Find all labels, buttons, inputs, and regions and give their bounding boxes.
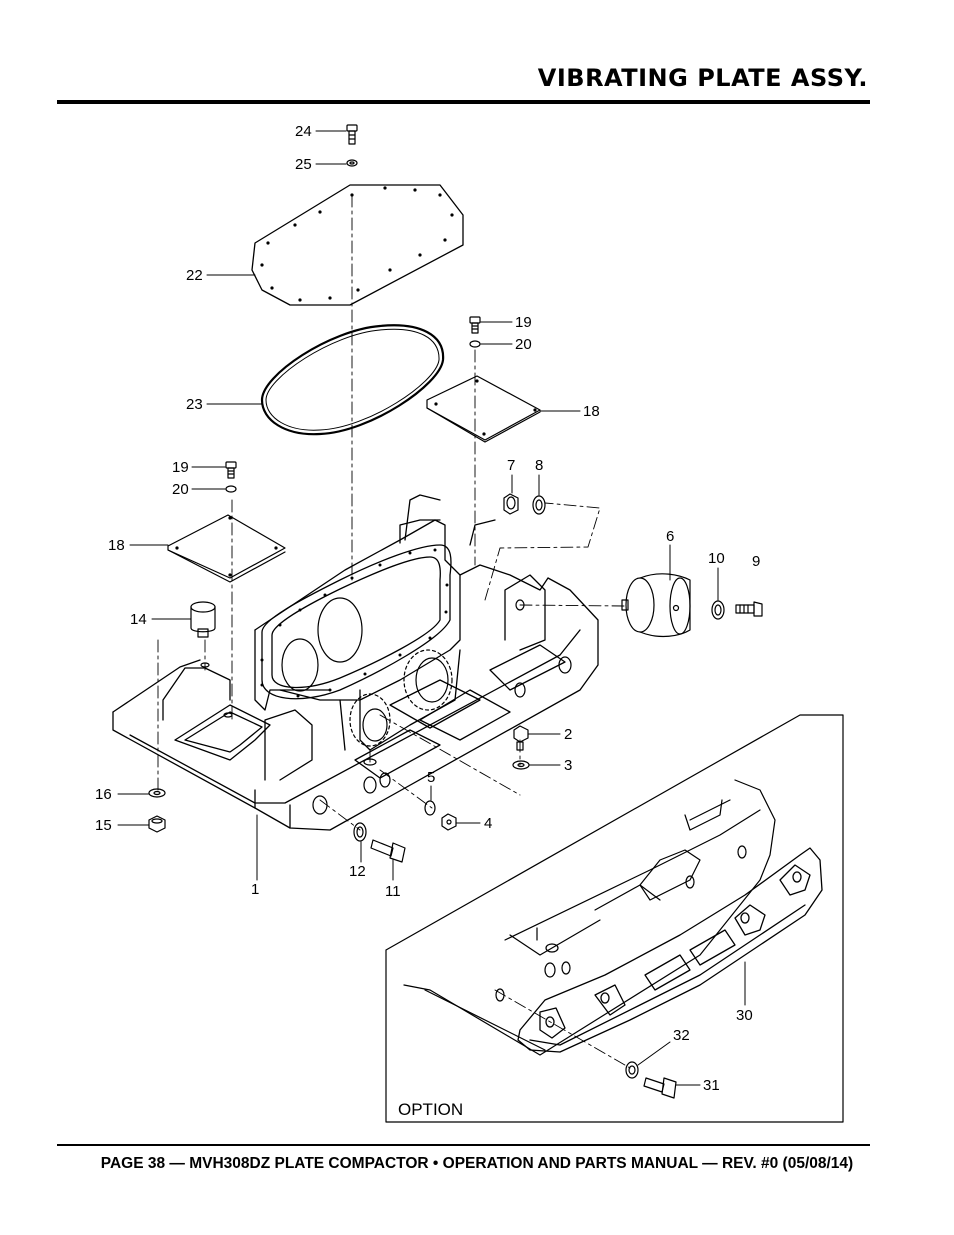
option-label: OPTION xyxy=(398,1100,463,1119)
callout-18: 18 xyxy=(583,403,600,420)
body-holes xyxy=(200,597,572,815)
callout-6: 6 xyxy=(666,528,674,545)
callout-20: 20 xyxy=(172,481,189,498)
leader-lines xyxy=(117,130,746,1086)
callout-10: 10 xyxy=(708,550,725,567)
washer-12 xyxy=(353,822,367,842)
callout-31: 31 xyxy=(703,1077,720,1094)
bolt-11 xyxy=(370,839,406,863)
washer-20-right xyxy=(469,340,481,348)
rubber-mount-6 xyxy=(621,573,691,638)
callout-20: 20 xyxy=(515,336,532,353)
bolt-9 xyxy=(735,601,763,617)
bolt-2 xyxy=(513,725,529,751)
bolt-24 xyxy=(346,124,358,145)
callout-24: 24 xyxy=(295,123,312,140)
washer-32 xyxy=(625,1061,639,1079)
rubber-buffer-14 xyxy=(190,601,216,638)
option-plate-edge xyxy=(403,779,776,1056)
washer-3 xyxy=(512,760,530,770)
top-cover-plate xyxy=(251,184,464,306)
washer-16 xyxy=(148,788,166,798)
callout-4: 4 xyxy=(484,815,492,832)
callout-25: 25 xyxy=(295,156,312,173)
callout-7: 7 xyxy=(507,457,515,474)
callout-23: 23 xyxy=(186,396,203,413)
callout-1: 1 xyxy=(251,881,259,898)
callout-9: 9 xyxy=(752,553,760,570)
bracket-30 xyxy=(517,847,823,1053)
gasket-ring xyxy=(260,324,445,436)
access-cover-plate-left xyxy=(167,514,286,583)
bolt-19-left xyxy=(225,461,237,479)
callout-11: 11 xyxy=(385,883,401,900)
base-plate-body xyxy=(112,494,599,831)
access-cover-plate-right xyxy=(426,375,541,443)
callout-18: 18 xyxy=(108,537,125,554)
callout-8: 8 xyxy=(535,457,543,474)
callout-16: 16 xyxy=(95,786,112,803)
callout-19: 19 xyxy=(515,314,532,331)
callout-15: 15 xyxy=(95,817,112,834)
o-ring-5 xyxy=(424,800,436,816)
callout-labels: 24 25 22 23 19 20 18 7 8 19 20 18 6 10 9… xyxy=(95,123,760,1119)
callout-30: 30 xyxy=(736,1007,753,1024)
assembly-lines xyxy=(157,194,631,1069)
callout-19: 19 xyxy=(172,459,189,476)
washer-8 xyxy=(532,495,546,515)
callout-14: 14 xyxy=(130,611,147,628)
footer-rule xyxy=(57,1144,870,1146)
washer-25 xyxy=(346,159,358,167)
page-footer: PAGE 38 — MVH308DZ PLATE COMPACTOR • OPE… xyxy=(100,1155,854,1172)
page-title: VIBRATING PLATE ASSY. xyxy=(537,64,868,92)
callout-32: 32 xyxy=(673,1027,690,1044)
bolt-31 xyxy=(643,1077,677,1099)
bolt-19-right xyxy=(469,316,481,334)
header-rule xyxy=(57,100,870,104)
nut-7 xyxy=(503,493,519,515)
callout-12: 12 xyxy=(349,863,366,880)
washer-20-left xyxy=(225,485,237,493)
callout-5: 5 xyxy=(427,769,435,786)
callout-2: 2 xyxy=(564,726,572,743)
callout-22: 22 xyxy=(186,267,203,284)
washer-10 xyxy=(711,600,725,620)
housing-bolt-holes xyxy=(260,548,449,698)
nut-4 xyxy=(441,813,457,831)
nut-15 xyxy=(148,815,166,833)
callout-3: 3 xyxy=(564,757,572,774)
option-box xyxy=(385,714,844,1123)
